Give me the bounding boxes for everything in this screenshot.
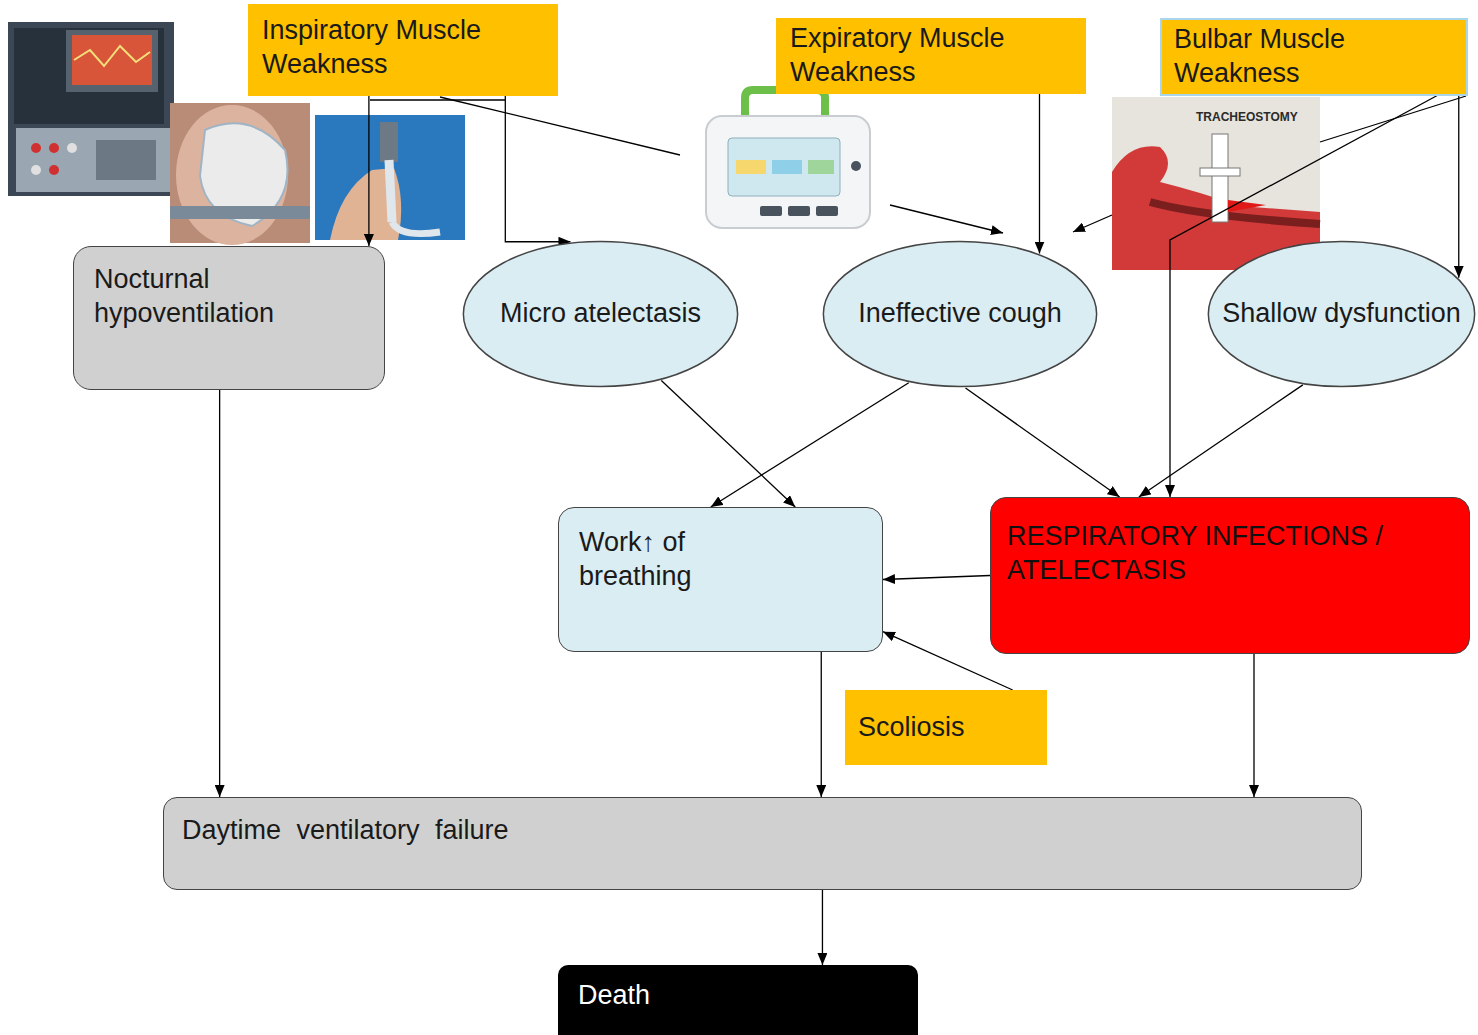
node-label: Shallow dysfunction	[1222, 297, 1461, 331]
alert-box: RESPIRATORY INFECTIONS / ATELECTASIS	[990, 497, 1470, 654]
node-label: Inspiratory Muscle Weakness	[262, 14, 544, 82]
cough-assist-device-picture	[706, 116, 870, 228]
cough-assist-device-picture	[816, 206, 838, 216]
mask-picture	[170, 206, 310, 219]
mask-picture	[200, 123, 288, 226]
connector-arrow	[1253, 654, 1254, 797]
process-box: Nocturnal hypoventilation	[73, 246, 385, 390]
tube-picture	[315, 115, 465, 240]
tube-picture	[315, 115, 465, 240]
mask-picture	[170, 103, 310, 243]
leader-lines	[440, 97, 680, 155]
cough-assist-device-picture	[808, 160, 834, 174]
ventilator-picture	[14, 28, 164, 124]
ventilator-picture	[8, 22, 174, 196]
tracheostomy-picture	[1112, 97, 1320, 270]
cause-box: Inspiratory Muscle Weakness	[248, 4, 558, 96]
leader-lines	[370, 99, 505, 100]
terminal-box: Death	[558, 965, 918, 1035]
process-box: Daytime ventilatory failure	[163, 797, 1362, 890]
node-label: Micro atelectasis	[500, 297, 701, 331]
ventilator-picture	[8, 22, 174, 196]
effect-ellipse: Shallow dysfunction	[1207, 240, 1476, 388]
effect-ellipse: Micro atelectasis	[462, 240, 739, 388]
node-label: Ineffective cough	[858, 297, 1062, 331]
leader-lines	[370, 96, 1466, 233]
connector-arrow	[1139, 385, 1303, 497]
connector-arrow	[822, 890, 823, 965]
cough-assist-device-picture	[736, 160, 766, 174]
leader-lines	[890, 205, 1003, 233]
ellipse-outline	[463, 241, 737, 386]
connector-arrow	[505, 96, 570, 242]
connector-arrow	[219, 390, 220, 797]
cough-assist-device-picture	[772, 160, 802, 174]
cough-assist-device-picture	[760, 206, 782, 216]
connector-arrow	[966, 388, 1120, 497]
tube-picture	[380, 122, 398, 162]
node-label: Nocturnal hypoventilation	[94, 263, 364, 331]
mask-picture	[176, 105, 288, 245]
node-label: Bulbar Muscle Weakness	[1174, 23, 1454, 91]
cough-assist-device-picture	[728, 138, 840, 196]
connector-arrow	[368, 96, 369, 246]
connector-arrow	[1458, 96, 1459, 278]
image-caption: TRACHEOSTOMY	[1196, 110, 1298, 124]
cough-assist-device-picture	[788, 206, 810, 216]
ventilator-picture	[72, 35, 152, 85]
connector-arrow	[883, 576, 990, 580]
ellipse-outline	[1208, 241, 1474, 386]
ventilator-picture	[49, 143, 59, 153]
connector-arrow	[821, 652, 822, 797]
connector-arrow	[661, 380, 795, 507]
tracheostomy-picture	[1112, 97, 1320, 270]
cause-box: Scoliosis	[845, 690, 1047, 765]
cause-box: Expiratory Muscle Weakness	[776, 18, 1086, 94]
tube-picture	[389, 160, 392, 222]
leader-lines	[1073, 215, 1112, 232]
node-label: Work↑ of breathing	[579, 526, 759, 594]
tracheostomy-picture	[1228, 200, 1266, 212]
ventilator-picture	[96, 140, 156, 180]
ventilator-picture	[31, 143, 41, 153]
cause-box: Bulbar Muscle Weakness	[1160, 18, 1468, 96]
cough-assist-device-picture	[745, 90, 825, 118]
node-label: RESPIRATORY INFECTIONS / ATELECTASIS	[1007, 520, 1453, 588]
node-label: Daytime ventilatory failure	[182, 814, 1343, 848]
leader-lines	[1320, 96, 1466, 142]
process-box: Work↑ of breathing	[558, 507, 883, 652]
ellipse-outline	[823, 241, 1096, 386]
tube-picture	[330, 168, 401, 240]
tube-picture	[392, 222, 440, 234]
ventilator-picture	[49, 165, 59, 175]
mask-picture	[170, 103, 310, 245]
connector-arrow	[1039, 94, 1040, 254]
ventilator-picture	[16, 128, 170, 192]
tracheostomy-picture	[1150, 202, 1320, 224]
tracheostomy-picture	[1212, 134, 1228, 222]
ventilator-picture	[31, 165, 41, 175]
cough-assist-device-picture	[680, 85, 890, 268]
ventilator-picture	[74, 46, 150, 66]
ventilator-picture	[67, 143, 77, 153]
node-label: Scoliosis	[858, 711, 1034, 745]
node-label: Expiratory Muscle Weakness	[790, 22, 1072, 90]
ventilator-picture	[66, 30, 158, 92]
connector-arrow	[711, 383, 909, 507]
cough-assist-device-picture	[680, 85, 890, 268]
effect-ellipse: Ineffective cough	[822, 240, 1098, 388]
tracheostomy-picture	[1200, 168, 1240, 176]
node-label: Death	[578, 979, 898, 1013]
cough-assist-device-picture	[851, 161, 861, 171]
